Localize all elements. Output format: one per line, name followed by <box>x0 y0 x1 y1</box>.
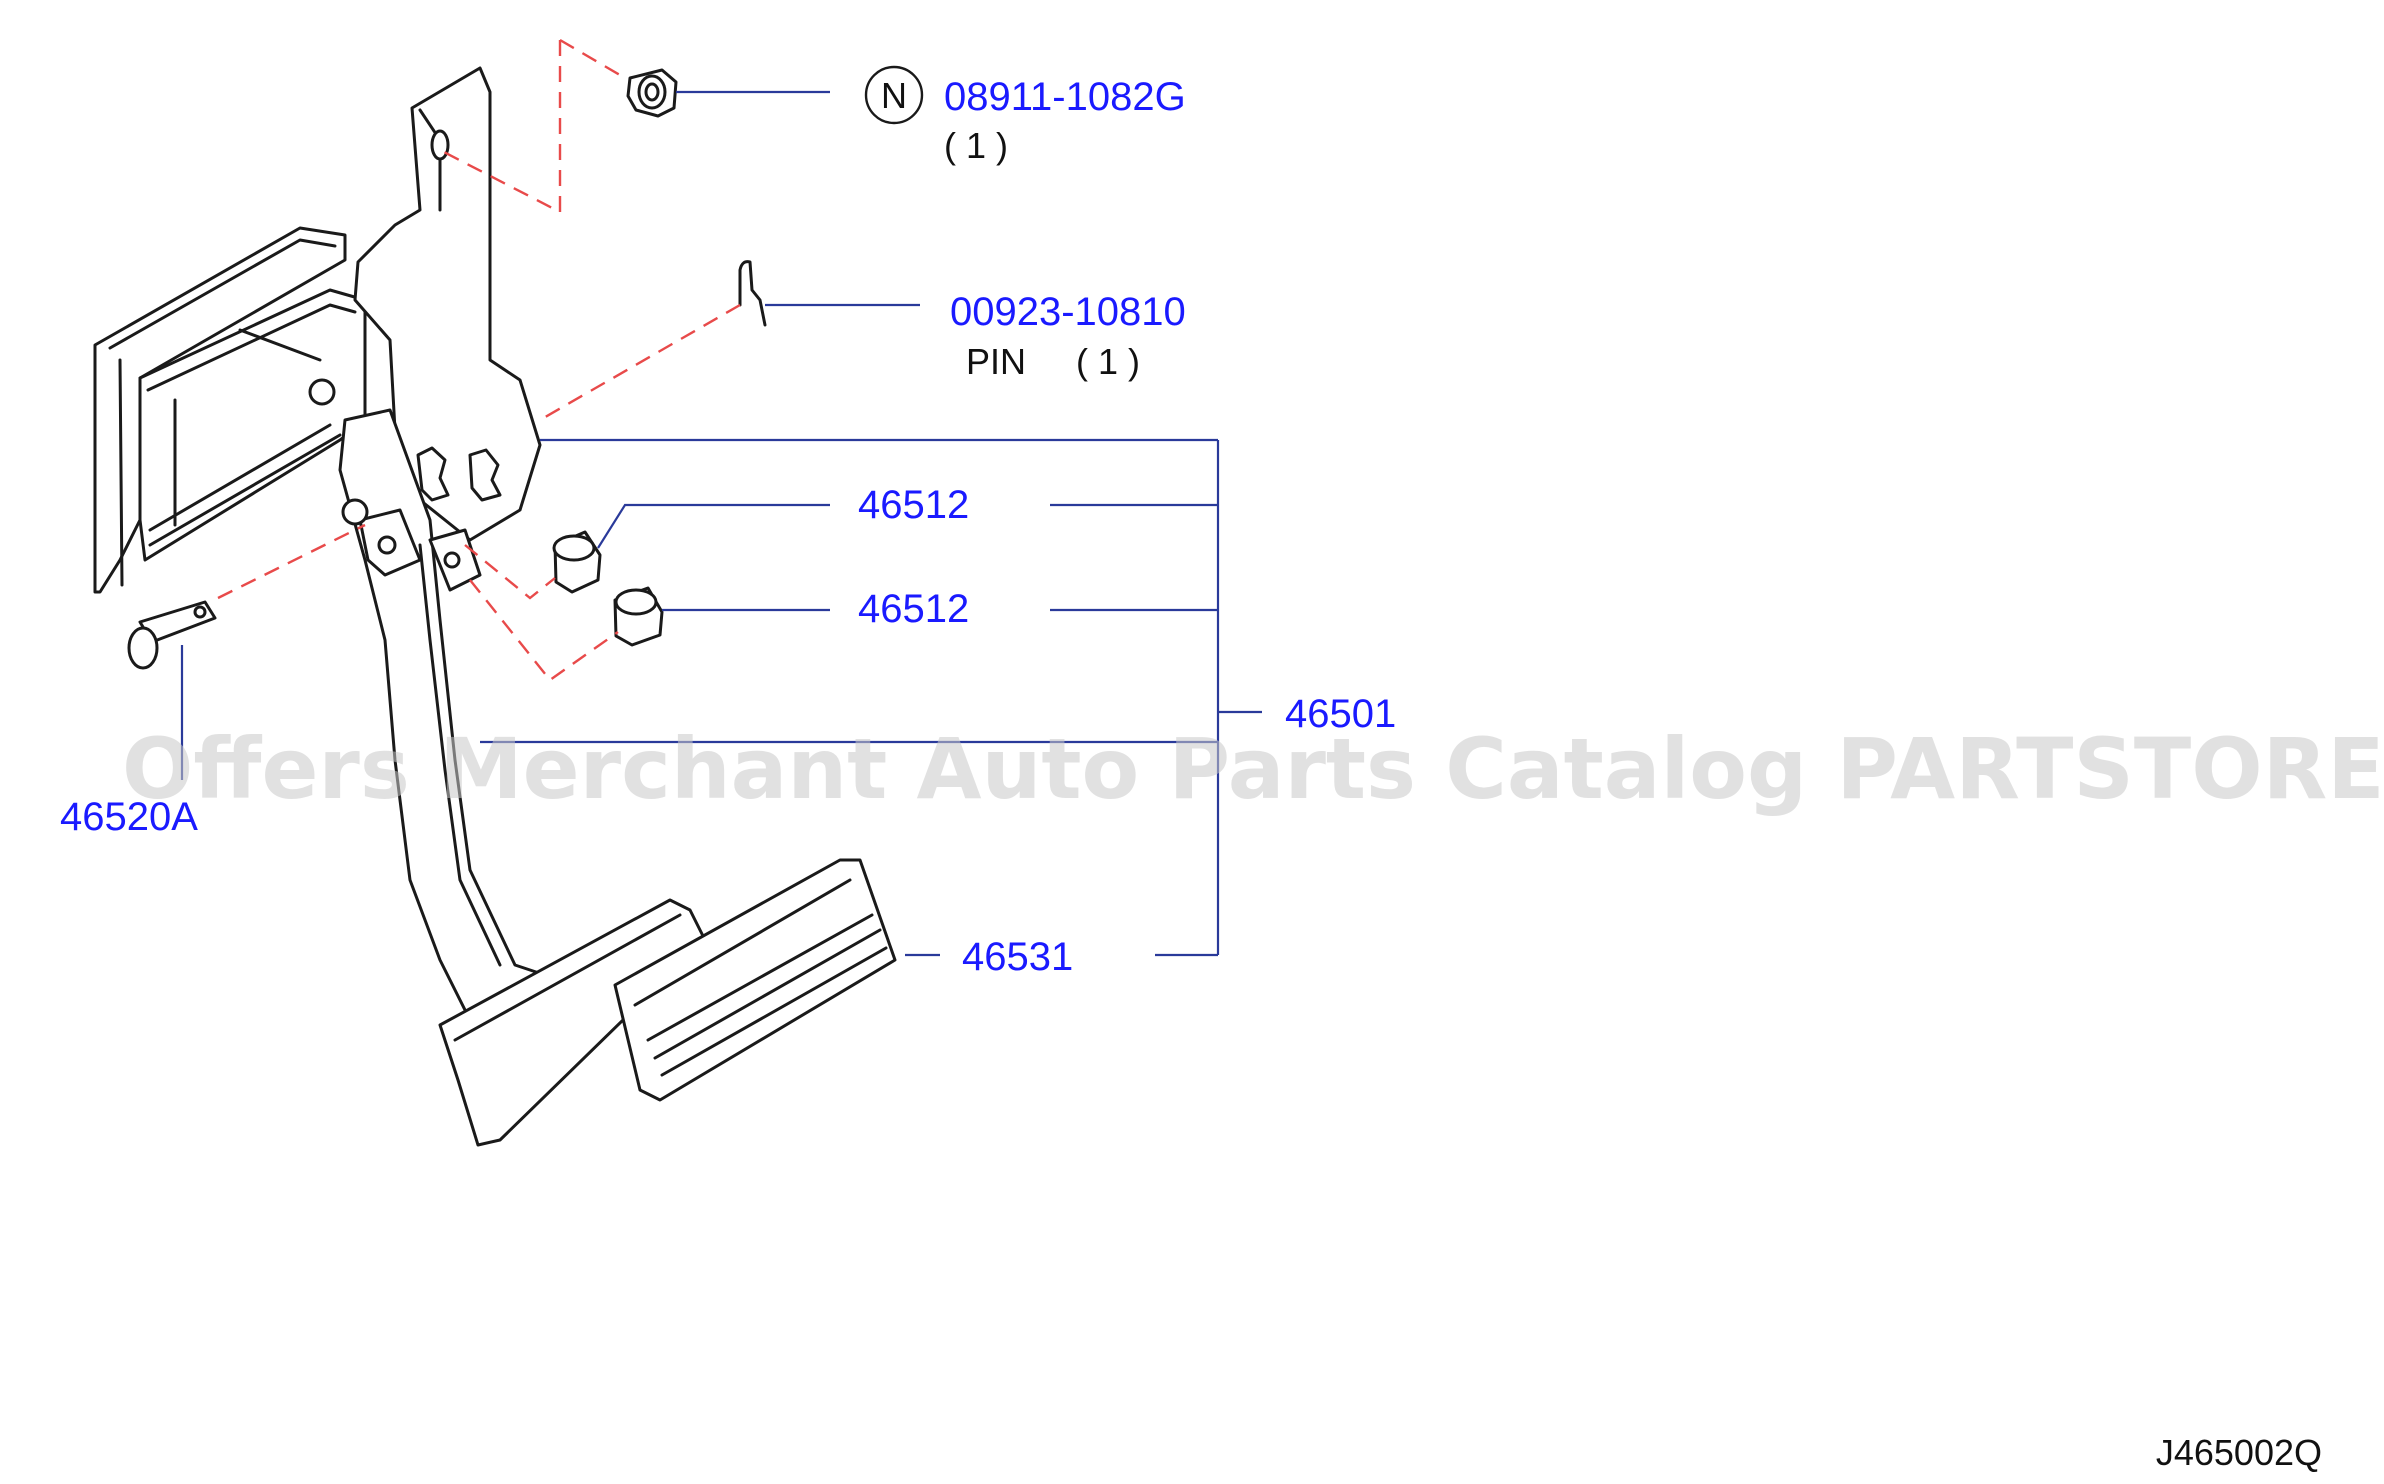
diagram-ref-code: J465002Q <box>2156 1432 2322 1473</box>
pedal-pads-illustration <box>438 858 897 1147</box>
stopper-illustrations <box>552 530 664 647</box>
part-number-pin[interactable]: 00923-10810 <box>950 290 1186 334</box>
pedal-bracket-illustration <box>93 66 547 1022</box>
pin-illustration <box>738 260 767 327</box>
part-number-clevis-pin[interactable]: 46520A <box>60 795 198 839</box>
watermark-text: Offers Merchant Auto Parts Catalog PARTS… <box>122 720 2384 818</box>
part-number-stopper-lower[interactable]: 46512 <box>858 587 969 631</box>
leader-lines <box>180 90 1262 957</box>
part-number-stopper-upper[interactable]: 46512 <box>858 483 969 527</box>
clevis-pin-illustration <box>127 600 217 670</box>
part-qty-nut: ( 1 ) <box>944 125 1008 166</box>
assembly-guide-lines <box>217 38 741 682</box>
part-name-pin: PIN <box>966 341 1026 382</box>
part-number-pedal-assembly[interactable]: 46501 <box>1285 692 1396 736</box>
nut-symbol: N <box>864 65 924 125</box>
part-number-nut[interactable]: 08911-1082G <box>944 75 1186 119</box>
part-number-pedal-pad[interactable]: 46531 <box>962 935 1073 979</box>
nut-illustration <box>626 68 678 118</box>
nut-symbol-letter: N <box>881 75 907 116</box>
part-qty-pin: ( 1 ) <box>1076 341 1140 382</box>
